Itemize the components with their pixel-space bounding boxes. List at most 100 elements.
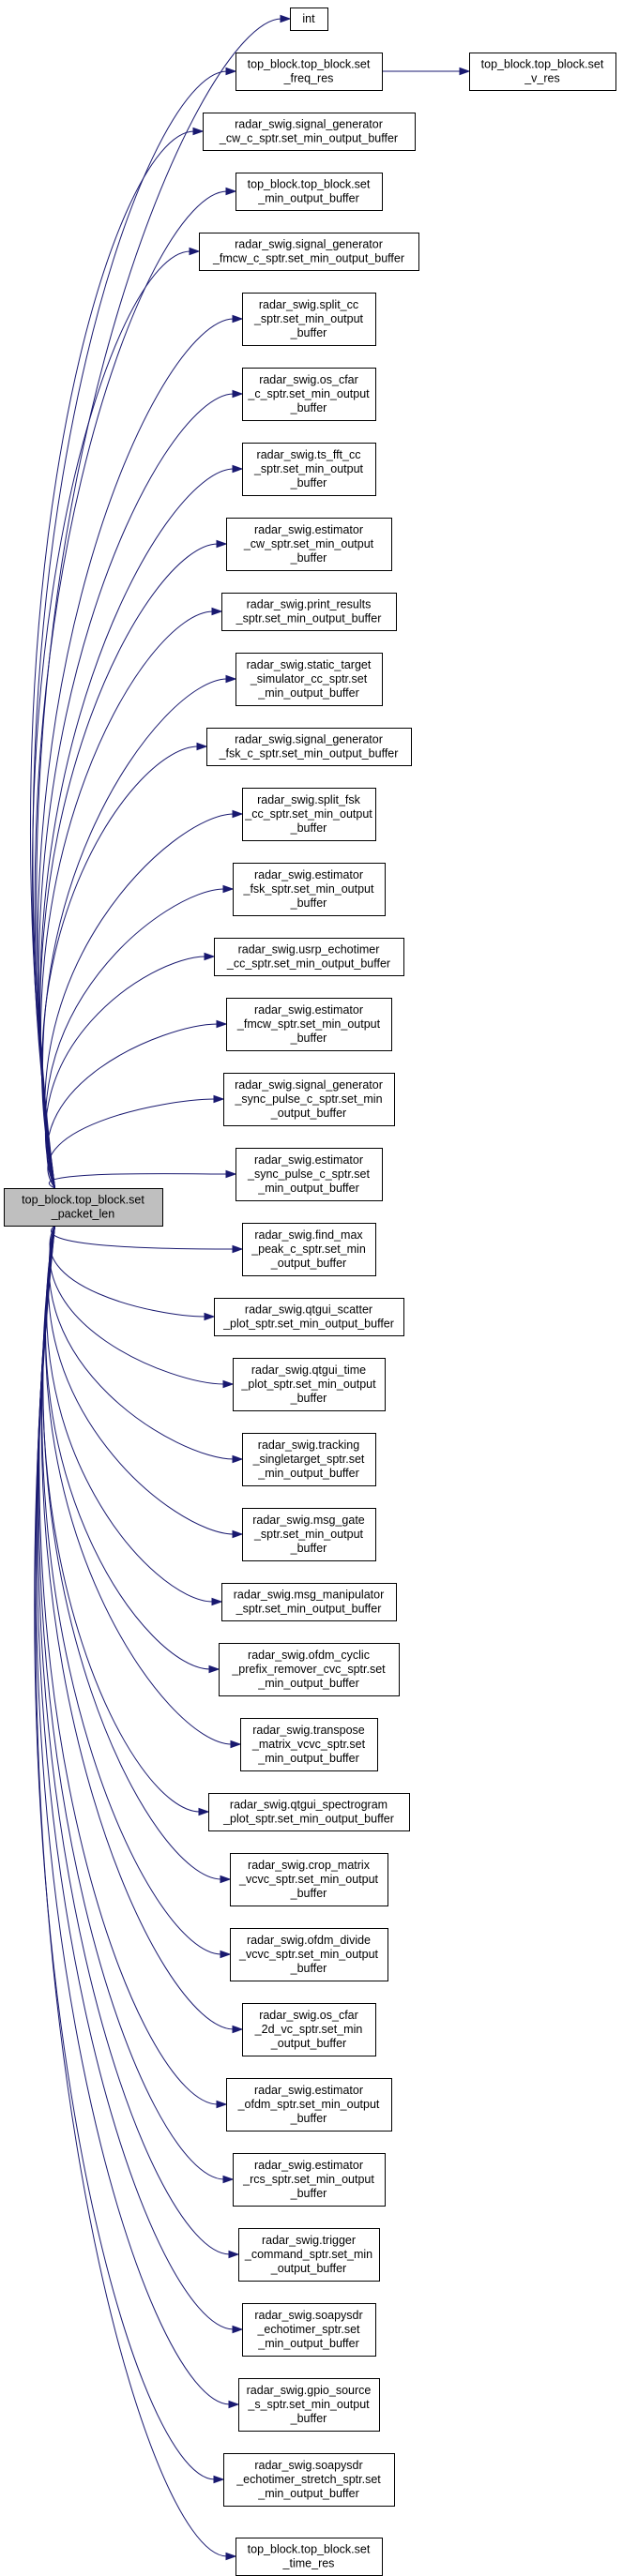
graph-node[interactable]: radar_swig.estimator_fmcw_sptr.set_min_o… — [226, 998, 392, 1051]
graph-node[interactable]: radar_swig.split_cc_sptr.set_min_output_… — [242, 293, 376, 346]
graph-node[interactable]: radar_swig.msg_manipulator_sptr.set_min_… — [221, 1583, 397, 1621]
node-label-line: _v_res — [524, 72, 560, 85]
node-label-line: _min_output_buffer — [257, 1677, 359, 1690]
node-label-line: _cw_c_sptr.set_min_output_buffer — [219, 132, 398, 145]
edge-arrowhead — [232, 2325, 244, 2334]
graph-node[interactable]: radar_swig.estimator_fsk_sptr.set_min_ou… — [233, 863, 386, 916]
graph-node[interactable]: int — [290, 8, 328, 31]
graph-node[interactable]: radar_swig.qtgui_spectrogram_plot_sptr.s… — [208, 1793, 410, 1831]
node-label-line: _buffer — [290, 2187, 327, 2200]
graph-node[interactable]: radar_swig.soapysdr_echotimer_sptr.set_m… — [242, 2303, 376, 2357]
graph-node[interactable]: radar_swig.estimator_rcs_sptr.set_min_ou… — [233, 2153, 386, 2207]
edge — [49, 1225, 225, 1385]
node-label-line: _echotimer_sptr.set — [256, 2323, 360, 2336]
node-label-line: _buffer — [290, 551, 327, 565]
node-label-line: _buffer — [290, 821, 327, 835]
graph-node[interactable]: top_block.top_block.set_time_res — [236, 2538, 383, 2576]
graph-node[interactable]: radar_swig.os_cfar_c_sptr.set_min_output… — [242, 368, 376, 421]
edge-arrowhead — [232, 464, 244, 474]
edge — [45, 1225, 233, 1745]
edge-arrowhead — [222, 2175, 235, 2184]
graph-node[interactable]: radar_swig.soapysdr_echotimer_stretch_sp… — [223, 2453, 395, 2507]
graph-node[interactable]: top_block.top_block.set_v_res — [469, 53, 616, 91]
node-box — [242, 293, 376, 346]
edge — [42, 1225, 222, 1880]
edge-arrowhead — [189, 247, 201, 256]
graph-node[interactable]: top_block.top_block.set_freq_res — [236, 53, 383, 91]
graph-node[interactable]: radar_swig.static_target_simulator_cc_sp… — [236, 653, 383, 706]
edge-arrowhead — [204, 952, 216, 961]
edge — [32, 250, 191, 1189]
graph-node[interactable]: radar_swig.qtgui_time_plot_sptr.set_min_… — [233, 1358, 386, 1411]
graph-node[interactable]: radar_swig.crop_matrix_vcvc_sptr.set_min… — [230, 1853, 388, 1906]
graph-node[interactable]: radar_swig.tracking_singletarget_sptr.se… — [242, 1433, 376, 1486]
node-label-line: radar_swig.transpose — [252, 1724, 365, 1737]
node-box — [230, 1928, 388, 1981]
node-label-line: radar_swig.find_max — [254, 1228, 363, 1242]
node-box — [233, 2153, 386, 2207]
edge — [48, 1173, 228, 1189]
graph-node[interactable]: radar_swig.trigger_command_sptr.set_min_… — [238, 2228, 380, 2282]
node-label-line: _min_output_buffer — [257, 1182, 359, 1195]
node-label-line: radar_swig.signal_generator — [235, 1078, 383, 1092]
graph-node[interactable]: radar_swig.ofdm_divide_vcvc_sptr.set_min… — [230, 1928, 388, 1981]
node-label-line: _min_output_buffer — [257, 1752, 359, 1765]
node-label-line: top_block.top_block.set — [481, 58, 604, 71]
graph-node[interactable]: radar_swig.estimator_cw_sptr.set_min_out… — [226, 518, 392, 571]
graph-node[interactable]: radar_swig.gpio_source_s_sptr.set_min_ou… — [238, 2378, 380, 2432]
node-box — [230, 1853, 388, 1906]
graph-node[interactable]: radar_swig.signal_generator_fmcw_c_sptr.… — [199, 233, 419, 271]
edge — [37, 318, 235, 1189]
edge-arrowhead — [196, 742, 208, 751]
graph-node[interactable]: radar_swig.transpose_matrix_vcvc_sptr.se… — [240, 1718, 378, 1771]
edge-arrowhead — [459, 67, 471, 76]
node-box — [242, 1433, 376, 1486]
graph-node[interactable]: radar_swig.usrp_echotimer_cc_sptr.set_mi… — [214, 938, 404, 976]
node-box — [240, 1718, 378, 1771]
node-label-line: radar_swig.soapysdr — [254, 2309, 362, 2322]
node-box — [242, 1508, 376, 1561]
node-label-line: radar_swig.usrp_echotimer — [238, 943, 380, 957]
node-label-line: top_block.top_block.set — [248, 2543, 371, 2556]
edge-arrowhead — [198, 1807, 210, 1816]
node-box — [238, 2378, 380, 2432]
node-label-line: _output_buffer — [270, 1257, 346, 1270]
node-label-line: int — [302, 12, 315, 25]
node-label-line: _packet_len — [51, 1208, 114, 1221]
graph-node[interactable]: radar_swig.os_cfar_2d_vc_sptr.set_min_ou… — [242, 2003, 376, 2056]
graph-node[interactable]: radar_swig.find_max_peak_c_sptr.set_min_… — [242, 1223, 376, 1276]
node-label-line: _cw_sptr.set_min_output — [243, 537, 374, 550]
node-label-line: _sync_pulse_c_sptr.set_min — [234, 1092, 382, 1106]
node-label-line: _rcs_sptr.set_min_output — [242, 2173, 374, 2186]
graph-node[interactable]: radar_swig.signal_generator_cw_c_sptr.se… — [203, 113, 416, 151]
edge — [44, 888, 225, 1189]
node-box — [226, 2078, 392, 2132]
graph-node[interactable]: radar_swig.ts_fft_cc_sptr.set_min_output… — [242, 443, 376, 496]
graph-node[interactable]: radar_swig.signal_generator_sync_pulse_c… — [223, 1073, 395, 1126]
node-label-line: radar_swig.os_cfar — [259, 373, 358, 386]
graph-node[interactable]: radar_swig.split_fsk_cc_sptr.set_min_out… — [242, 788, 376, 841]
graph-node[interactable]: radar_swig.estimator_ofdm_sptr.set_min_o… — [226, 2078, 392, 2132]
edge — [35, 1225, 231, 2405]
edge-arrowhead — [232, 1529, 244, 1539]
node-label-line: _sptr.set_min_output — [253, 1528, 364, 1541]
graph-node[interactable]: radar_swig.ofdm_cyclic_prefix_remover_cv… — [219, 1643, 400, 1696]
node-label-line: _buffer — [290, 896, 327, 910]
root-node[interactable]: top_block.top_block.set_packet_len — [4, 1188, 163, 1227]
node-label-line: radar_swig.split_cc — [259, 298, 358, 311]
edge — [38, 393, 235, 1189]
graph-node[interactable]: radar_swig.msg_gate_sptr.set_min_output_… — [242, 1508, 376, 1561]
node-label-line: _sptr.set_min_output — [253, 462, 364, 475]
edge-arrowhead — [208, 1665, 220, 1674]
edge — [46, 1225, 214, 1603]
node-box — [214, 1298, 404, 1336]
node-box — [199, 233, 419, 271]
node-label-line: radar_swig.msg_manipulator — [234, 1589, 385, 1602]
edge — [36, 1225, 235, 2330]
graph-node[interactable]: top_block.top_block.set_min_output_buffe… — [236, 173, 383, 211]
graph-node[interactable]: radar_swig.print_results_sptr.set_min_ou… — [221, 593, 397, 631]
graph-node[interactable]: radar_swig.estimator_sync_pulse_c_sptr.s… — [236, 1148, 383, 1201]
graph-node[interactable]: radar_swig.signal_generator_fsk_c_sptr.s… — [206, 728, 412, 766]
graph-node[interactable]: radar_swig.qtgui_scatter_plot_sptr.set_m… — [214, 1298, 404, 1336]
